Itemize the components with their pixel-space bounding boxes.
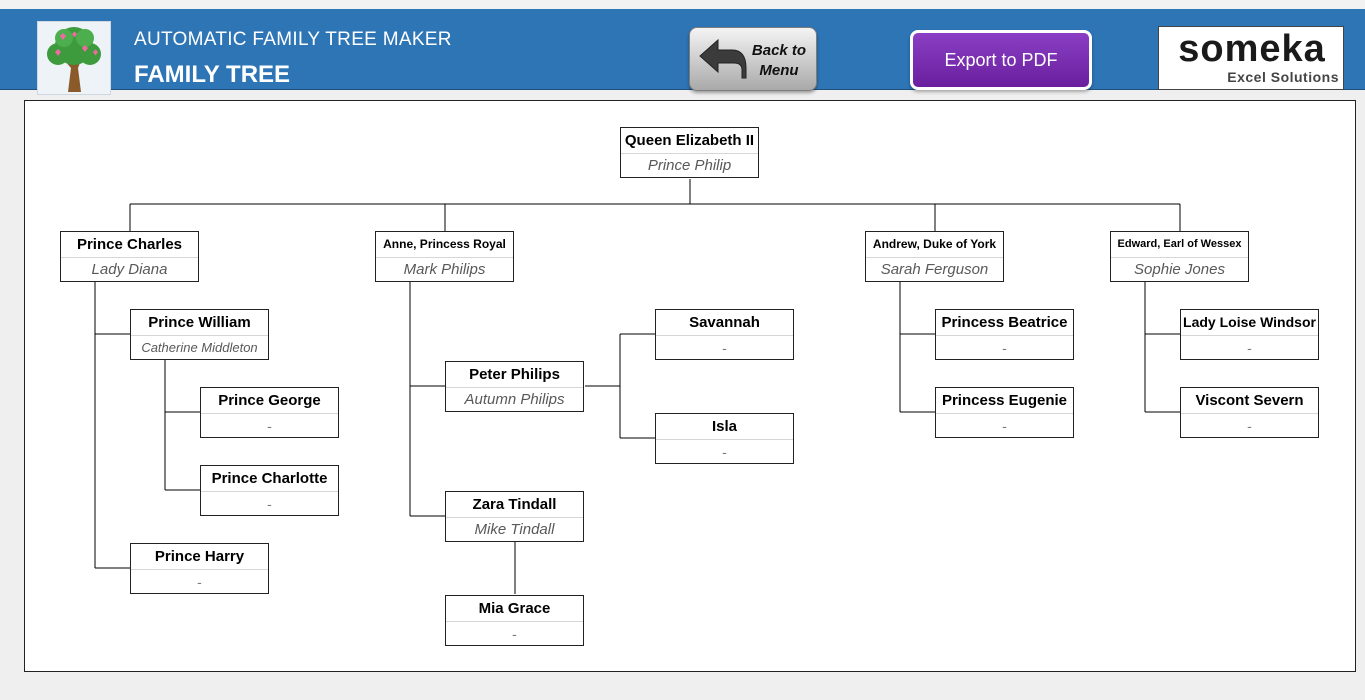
person-card-princess-eugenie: Princess Eugenie - (935, 387, 1074, 438)
spouse-name: - (197, 574, 202, 590)
spouse-name: Sophie Jones (1134, 261, 1225, 278)
spouse-name: - (1002, 418, 1007, 434)
person-card-mia-grace: Mia Grace - (445, 595, 584, 646)
person-card-viscount-severn: Viscont Severn - (1180, 387, 1319, 438)
person-card-prince-charles: Prince Charles Lady Diana (60, 231, 199, 282)
person-card-lady-louise: Lady Loise Windsor - (1180, 309, 1319, 360)
person-name: Prince Charlotte (201, 466, 338, 492)
person-name: Isla (656, 414, 793, 440)
person-card-zara-tindall: Zara Tindall Mike Tindall (445, 491, 584, 542)
person-name: Edward, Earl of Wessex (1111, 232, 1248, 258)
person-name: Peter Philips (446, 362, 583, 388)
person-name: Prince Harry (131, 544, 268, 570)
person-name: Zara Tindall (446, 492, 583, 518)
page-title: FAMILY TREE (134, 61, 291, 88)
tree-logo-icon (37, 21, 111, 95)
spouse-name: - (267, 418, 272, 434)
person-card-queen-elizabeth: Queen Elizabeth II Prince Philip (620, 127, 759, 178)
person-card-edward: Edward, Earl of Wessex Sophie Jones (1110, 231, 1249, 282)
person-name: Prince George (201, 388, 338, 414)
brand-tagline: Excel Solutions (1227, 69, 1339, 85)
person-name: Andrew, Duke of York (866, 232, 1003, 258)
header-bar: AUTOMATIC FAMILY TREE MAKER FAMILY TREE … (0, 9, 1365, 95)
export-to-pdf-button[interactable]: Export to PDF (910, 30, 1092, 90)
spouse-name: Sarah Ferguson (880, 261, 989, 278)
person-name: Mia Grace (446, 596, 583, 622)
person-name: Viscont Severn (1181, 388, 1318, 414)
person-name: Lady Loise Windsor (1181, 310, 1318, 336)
spouse-name: Catherine Middleton (141, 340, 258, 355)
someka-logo: someka Excel Solutions (1158, 26, 1344, 90)
person-name: Queen Elizabeth II (621, 128, 758, 154)
person-card-peter-philips: Peter Philips Autumn Philips (445, 361, 584, 412)
back-to-menu-button[interactable]: Back to Menu (689, 27, 817, 91)
spouse-name: Mark Philips (403, 261, 486, 278)
spouse-name: Mike Tindall (474, 521, 555, 538)
person-card-andrew: Andrew, Duke of York Sarah Ferguson (865, 231, 1004, 282)
app-subtitle: AUTOMATIC FAMILY TREE MAKER (134, 29, 452, 50)
person-card-anne: Anne, Princess Royal Mark Philips (375, 231, 514, 282)
back-label-line1: Back to (751, 42, 807, 59)
brand-name: someka (1178, 28, 1326, 70)
person-name: Anne, Princess Royal (376, 232, 513, 258)
spouse-name: - (722, 340, 727, 356)
spouse-name: - (1247, 418, 1252, 434)
person-name: Prince Charles (61, 232, 198, 258)
person-card-savannah: Savannah - (655, 309, 794, 360)
spouse-name: Autumn Philips (464, 391, 565, 408)
back-to-menu-label: Back to Menu (748, 41, 810, 81)
spouse-name: Prince Philip (647, 157, 732, 174)
person-name: Savannah (656, 310, 793, 336)
tree-connector-lines (94, 179, 1181, 594)
spouse-name: - (1247, 340, 1252, 356)
back-label-line2: Menu (759, 62, 799, 79)
person-card-prince-george: Prince George - (200, 387, 339, 438)
person-name: Princess Eugenie (936, 388, 1073, 414)
person-card-isla: Isla - (655, 413, 794, 464)
person-card-prince-harry: Prince Harry - (130, 543, 269, 594)
person-name: Princess Beatrice (936, 310, 1073, 336)
person-name: Prince William (131, 310, 268, 336)
person-card-prince-william: Prince William Catherine Middleton (130, 309, 269, 360)
family-tree-canvas: Queen Elizabeth II Prince Philip Prince … (24, 100, 1356, 672)
spouse-name: - (512, 626, 517, 642)
person-card-prince-charlotte: Prince Charlotte - (200, 465, 339, 516)
spouse-name: Lady Diana (91, 261, 168, 278)
spouse-name: - (1002, 340, 1007, 356)
person-card-princess-beatrice: Princess Beatrice - (935, 309, 1074, 360)
spouse-name: - (722, 444, 727, 460)
back-arrow-icon (699, 38, 747, 79)
spouse-name: - (267, 496, 272, 512)
